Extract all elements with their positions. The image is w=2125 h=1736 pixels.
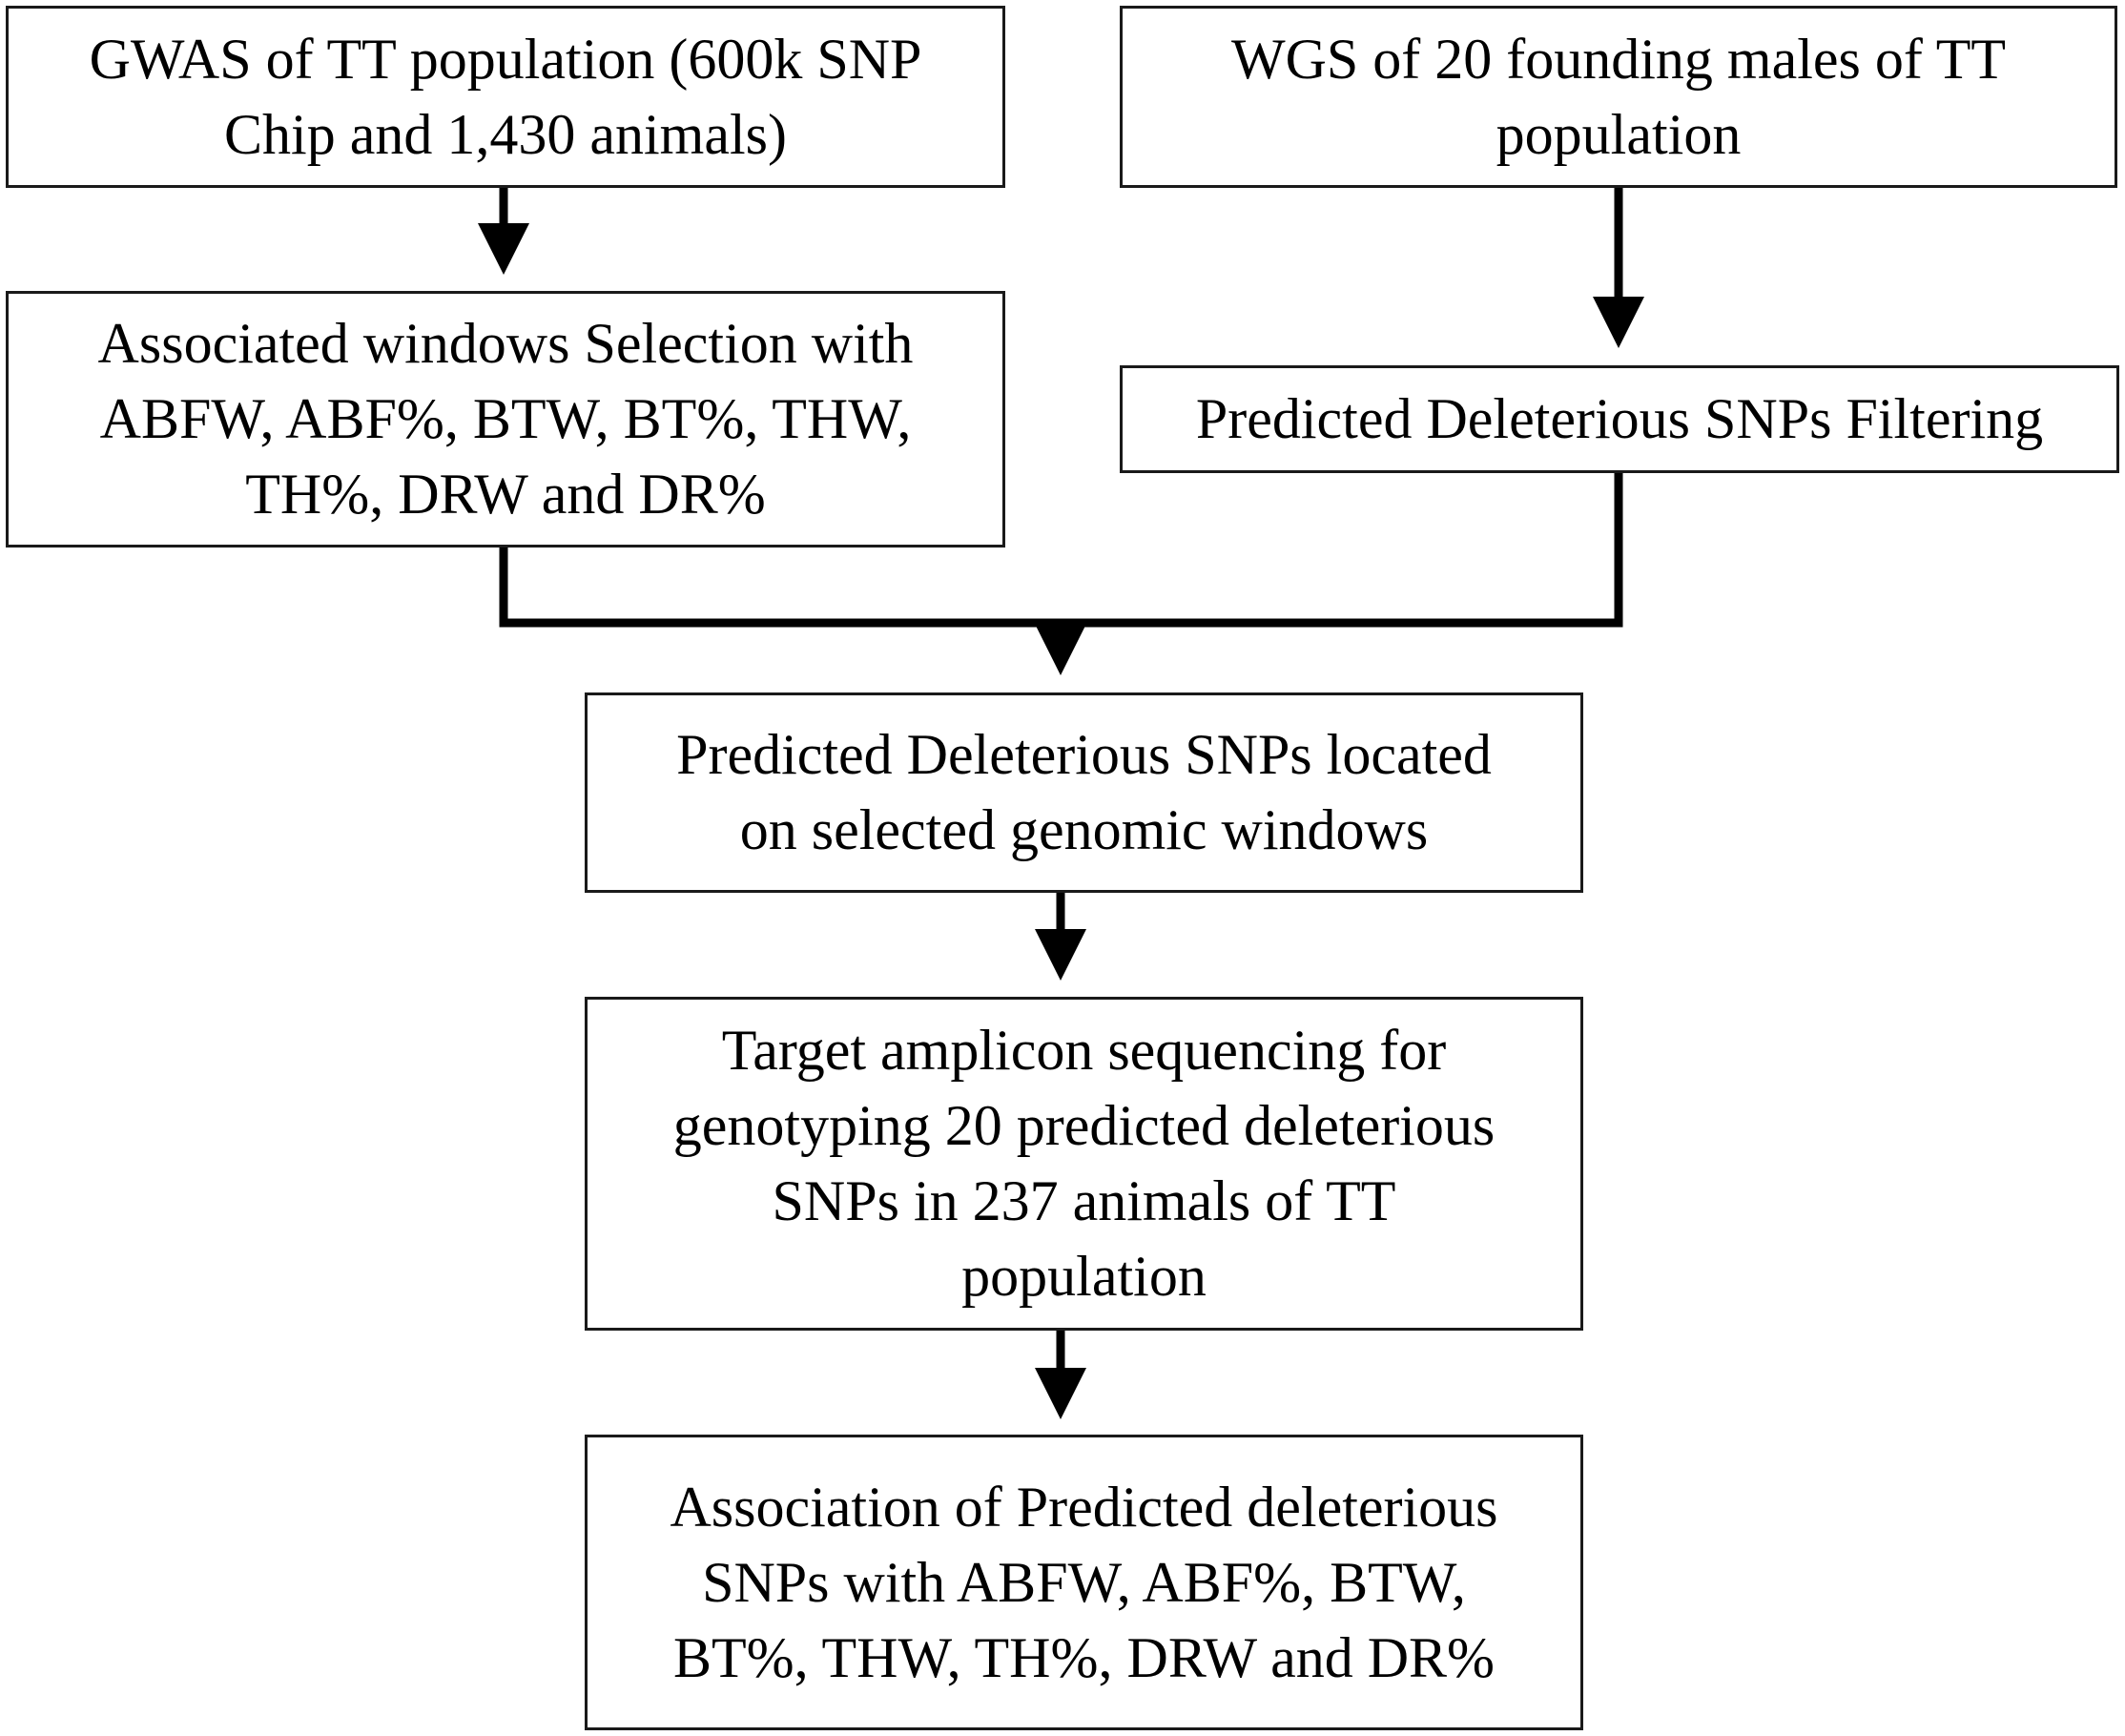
node-filtering-label: Predicted Deleterious SNPs Filtering xyxy=(1195,387,2044,450)
node-association-label: Association of Predicted deleterious SNP… xyxy=(670,1475,1498,1689)
node-gwas-label: GWAS of TT population (600k SNP Chip and… xyxy=(89,27,922,166)
node-located-label: Predicted Deleterious SNPs located on se… xyxy=(676,723,1492,861)
node-windows-label: Associated windows Selection with ABFW, … xyxy=(97,312,914,526)
node-amplicon: Target amplicon sequencing for genotypin… xyxy=(585,997,1583,1331)
node-gwas: GWAS of TT population (600k SNP Chip and… xyxy=(6,6,1005,188)
node-filtering: Predicted Deleterious SNPs Filtering xyxy=(1120,365,2119,473)
node-amplicon-label: Target amplicon sequencing for genotypin… xyxy=(672,1019,1496,1308)
node-located: Predicted Deleterious SNPs located on se… xyxy=(585,692,1583,893)
node-wgs-label: WGS of 20 founding males of TT populatio… xyxy=(1230,27,2007,166)
node-wgs: WGS of 20 founding males of TT populatio… xyxy=(1120,6,2117,188)
node-windows: Associated windows Selection with ABFW, … xyxy=(6,291,1005,548)
node-association: Association of Predicted deleterious SNP… xyxy=(585,1435,1583,1730)
